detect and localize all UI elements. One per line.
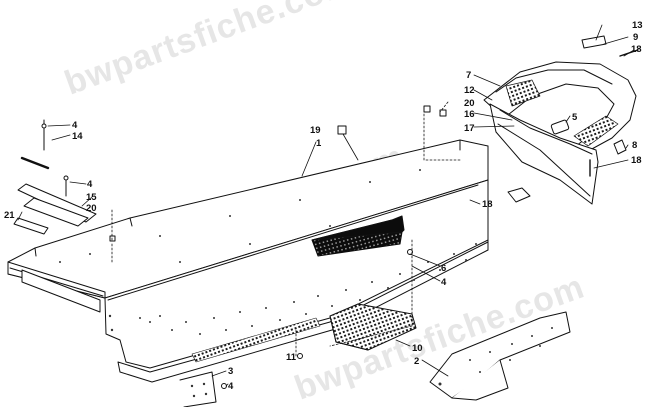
watermark-text-1: bwpartsfiche.com [60, 0, 360, 103]
callout-1: 1 [316, 138, 322, 149]
rivet-holes [59, 169, 477, 335]
callout-labels: 13 9 18 7 12 20 16 17 5 8 18 19 1 4 14 4… [4, 20, 643, 392]
callout-16: 16 [464, 109, 475, 120]
hitch-bracket-parts [13, 119, 97, 235]
tunnel-part [7, 139, 489, 383]
callout-10: 10 [412, 343, 423, 354]
callout-18c: 18 [482, 199, 493, 210]
callout-20b: 20 [86, 203, 97, 214]
callout-20: 20 [464, 98, 475, 109]
callout-18b: 18 [631, 155, 642, 166]
callout-6: 6 [441, 263, 446, 274]
callout-15: 15 [86, 192, 97, 203]
callout-3: 3 [228, 366, 233, 377]
callout-13: 13 [632, 20, 643, 31]
callout-4d: 4 [228, 381, 234, 392]
callout-9: 9 [633, 32, 638, 43]
callout-17: 17 [464, 123, 475, 134]
callout-12: 12 [464, 85, 475, 96]
leader-lines [17, 24, 635, 387]
footrest-parts [179, 303, 571, 407]
rear-bumper-assembly [483, 35, 637, 205]
callout-14: 14 [72, 131, 83, 142]
fasteners [109, 49, 639, 389]
callout-5: 5 [572, 112, 578, 123]
callout-4c: 4 [441, 277, 447, 288]
callout-21: 21 [4, 210, 15, 221]
callout-8: 8 [632, 140, 637, 151]
callout-11: 11 [286, 352, 297, 363]
callout-19: 19 [310, 125, 321, 136]
callout-18: 18 [631, 44, 642, 55]
callout-4a: 4 [72, 120, 78, 131]
callout-4b: 4 [87, 179, 93, 190]
callout-7: 7 [466, 70, 471, 81]
callout-2: 2 [414, 356, 419, 367]
